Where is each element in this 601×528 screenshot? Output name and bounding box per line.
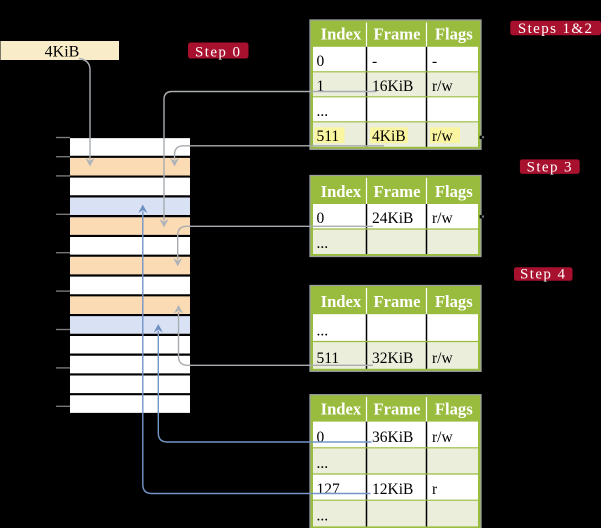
svg-text:r/w: r/w: [432, 350, 453, 367]
svg-text:...: ...: [317, 455, 329, 472]
svg-text:Steps 1&2: Steps 1&2: [518, 21, 594, 37]
svg-text:127: 127: [317, 481, 341, 498]
svg-text:Frame: Frame: [374, 292, 421, 311]
svg-text:Index: Index: [321, 182, 362, 201]
svg-text:Step 4: Step 4: [520, 267, 566, 283]
svg-text:24KiB: 24KiB: [372, 210, 413, 227]
svg-text:r/w: r/w: [432, 429, 453, 446]
svg-text:Index: Index: [321, 292, 362, 311]
svg-text:Frame: Frame: [374, 25, 421, 44]
svg-text:4KiB: 4KiB: [45, 44, 80, 61]
svg-text:...: ...: [317, 103, 329, 120]
svg-text:Flags: Flags: [435, 292, 473, 311]
svg-text:Frame: Frame: [374, 182, 421, 201]
svg-text:36KiB: 36KiB: [372, 429, 413, 446]
svg-text:0: 0: [317, 429, 325, 446]
svg-text:0: 0: [317, 210, 325, 227]
svg-text:...: ...: [317, 507, 329, 524]
svg-text:...: ...: [317, 235, 329, 252]
svg-text:...: ...: [317, 323, 329, 340]
svg-text:511: 511: [317, 350, 340, 367]
svg-text:r/w: r/w: [432, 210, 453, 227]
svg-text:0: 0: [317, 53, 325, 70]
svg-text:Step 3: Step 3: [527, 160, 573, 176]
svg-text:1: 1: [317, 78, 325, 95]
svg-text:r: r: [432, 481, 438, 498]
svg-text:-: -: [432, 53, 437, 70]
svg-text:16KiB: 16KiB: [372, 78, 413, 95]
svg-text:Frame: Frame: [374, 399, 421, 418]
svg-text:r/w: r/w: [432, 128, 453, 145]
svg-text:Step 0: Step 0: [195, 44, 241, 60]
svg-text:Flags: Flags: [435, 182, 473, 201]
svg-text:12KiB: 12KiB: [372, 481, 413, 498]
svg-text:Index: Index: [321, 25, 362, 44]
svg-text:Index: Index: [321, 399, 362, 418]
svg-text:-: -: [372, 53, 377, 70]
svg-text:511: 511: [317, 128, 340, 145]
svg-text:r/w: r/w: [432, 78, 453, 95]
svg-text:Flags: Flags: [435, 25, 473, 44]
svg-text:Flags: Flags: [435, 399, 473, 418]
svg-text:32KiB: 32KiB: [372, 350, 413, 367]
svg-text:4KiB: 4KiB: [372, 128, 406, 145]
